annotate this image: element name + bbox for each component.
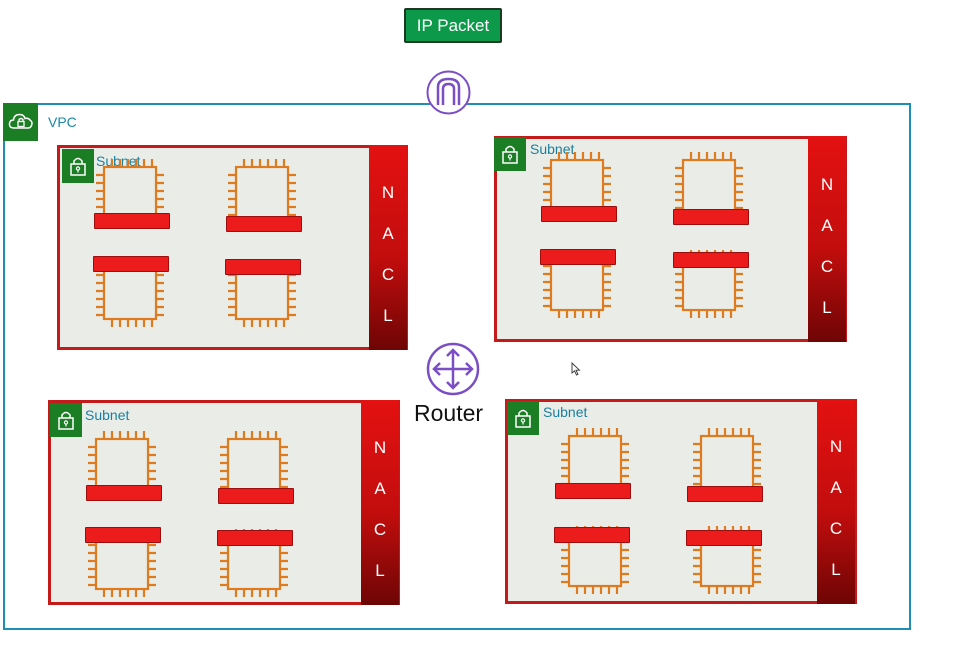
nacl-letter: L: [822, 297, 832, 317]
nacl-letter: L: [383, 305, 393, 325]
ip-packet-label: IP Packet: [416, 15, 490, 35]
vpc-cloud-lock-icon: [3, 103, 38, 141]
red-bar: [226, 216, 302, 232]
red-bar: [555, 483, 631, 499]
nacl-letter: N: [381, 183, 395, 203]
ip-packet[interactable]: IP Packet: [404, 8, 502, 43]
subnet-lock-icon: [62, 149, 94, 183]
nacl-letter: C: [373, 519, 387, 539]
subnet-label: Subnet: [85, 407, 130, 423]
red-bar: [673, 209, 749, 225]
nacl-letter: A: [821, 215, 833, 235]
red-bar: [217, 530, 293, 546]
router-label: Router: [414, 400, 484, 426]
red-bar: [225, 259, 301, 275]
red-bar: [85, 527, 161, 543]
mouse-pointer-icon: [571, 362, 581, 376]
red-bar: [673, 252, 749, 268]
nacl-letter: L: [831, 559, 841, 579]
nacl-2[interactable]: N A C L: [808, 136, 846, 342]
subnet-label: Subnet: [530, 141, 575, 157]
nacl-letter: L: [375, 560, 385, 580]
subnet-lock-icon: [494, 137, 526, 171]
nacl-letter: C: [381, 264, 395, 284]
red-bar: [554, 527, 630, 543]
subnet-4[interactable]: [505, 399, 857, 604]
nacl-letter: N: [373, 438, 387, 458]
red-bar: [93, 256, 169, 272]
red-bar: [94, 213, 170, 229]
nacl-1[interactable]: N A C L: [369, 145, 407, 350]
red-bar: [687, 486, 763, 502]
vpc-label: VPC: [48, 114, 77, 130]
nacl-letter: A: [382, 224, 394, 244]
nacl-letter: C: [820, 256, 834, 276]
internet-gateway-icon: [426, 70, 471, 115]
nacl-letter: C: [829, 518, 843, 538]
nacl-4[interactable]: N A C L: [817, 399, 855, 604]
nacl-letter: N: [829, 437, 843, 457]
subnet-label: Subnet: [96, 153, 141, 169]
subnet-lock-icon: [507, 401, 539, 435]
nacl-letter: A: [374, 479, 386, 499]
nacl-letter: A: [830, 478, 842, 498]
nacl-letter: N: [820, 174, 834, 194]
red-bar: [686, 530, 762, 546]
subnet-2[interactable]: [494, 136, 847, 342]
red-bar: [86, 485, 162, 501]
subnet-label: Subnet: [543, 404, 588, 420]
subnet-lock-icon: [50, 403, 82, 437]
red-bar: [541, 206, 617, 222]
nacl-3[interactable]: N A C L: [361, 400, 399, 605]
router-icon[interactable]: [426, 342, 480, 396]
red-bar: [218, 488, 294, 504]
red-bar: [540, 249, 616, 265]
